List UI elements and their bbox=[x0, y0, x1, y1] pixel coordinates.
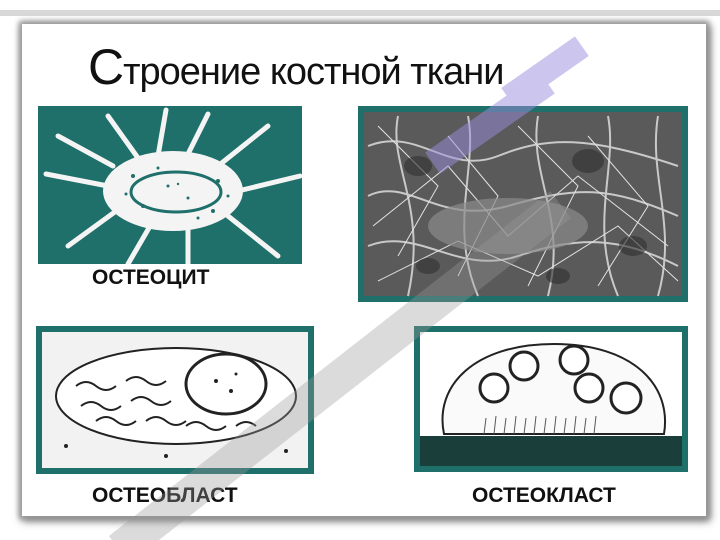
title-first-letter: С bbox=[88, 39, 124, 95]
sem-micrograph bbox=[358, 106, 688, 302]
osteocyte-image bbox=[38, 106, 302, 264]
page-title: Строение костной ткани bbox=[88, 38, 505, 96]
osteoclast-drawing bbox=[414, 326, 688, 472]
osteocyte-drawing bbox=[38, 106, 302, 264]
caption-osteocyte: ОСТЕОЦИТ bbox=[92, 266, 210, 289]
title-rest: троение костной ткани bbox=[123, 51, 504, 93]
caption-osteoclast: ОСТЕОКЛАСТ bbox=[472, 484, 616, 507]
osteoclast-image bbox=[414, 326, 688, 472]
top-strip bbox=[0, 10, 720, 16]
sem-micrograph-image bbox=[358, 106, 688, 302]
caption-osteoblast: ОСТЕОБЛАСТ bbox=[92, 484, 238, 507]
osteoblast-image bbox=[36, 326, 314, 474]
osteoblast-drawing bbox=[36, 326, 314, 474]
